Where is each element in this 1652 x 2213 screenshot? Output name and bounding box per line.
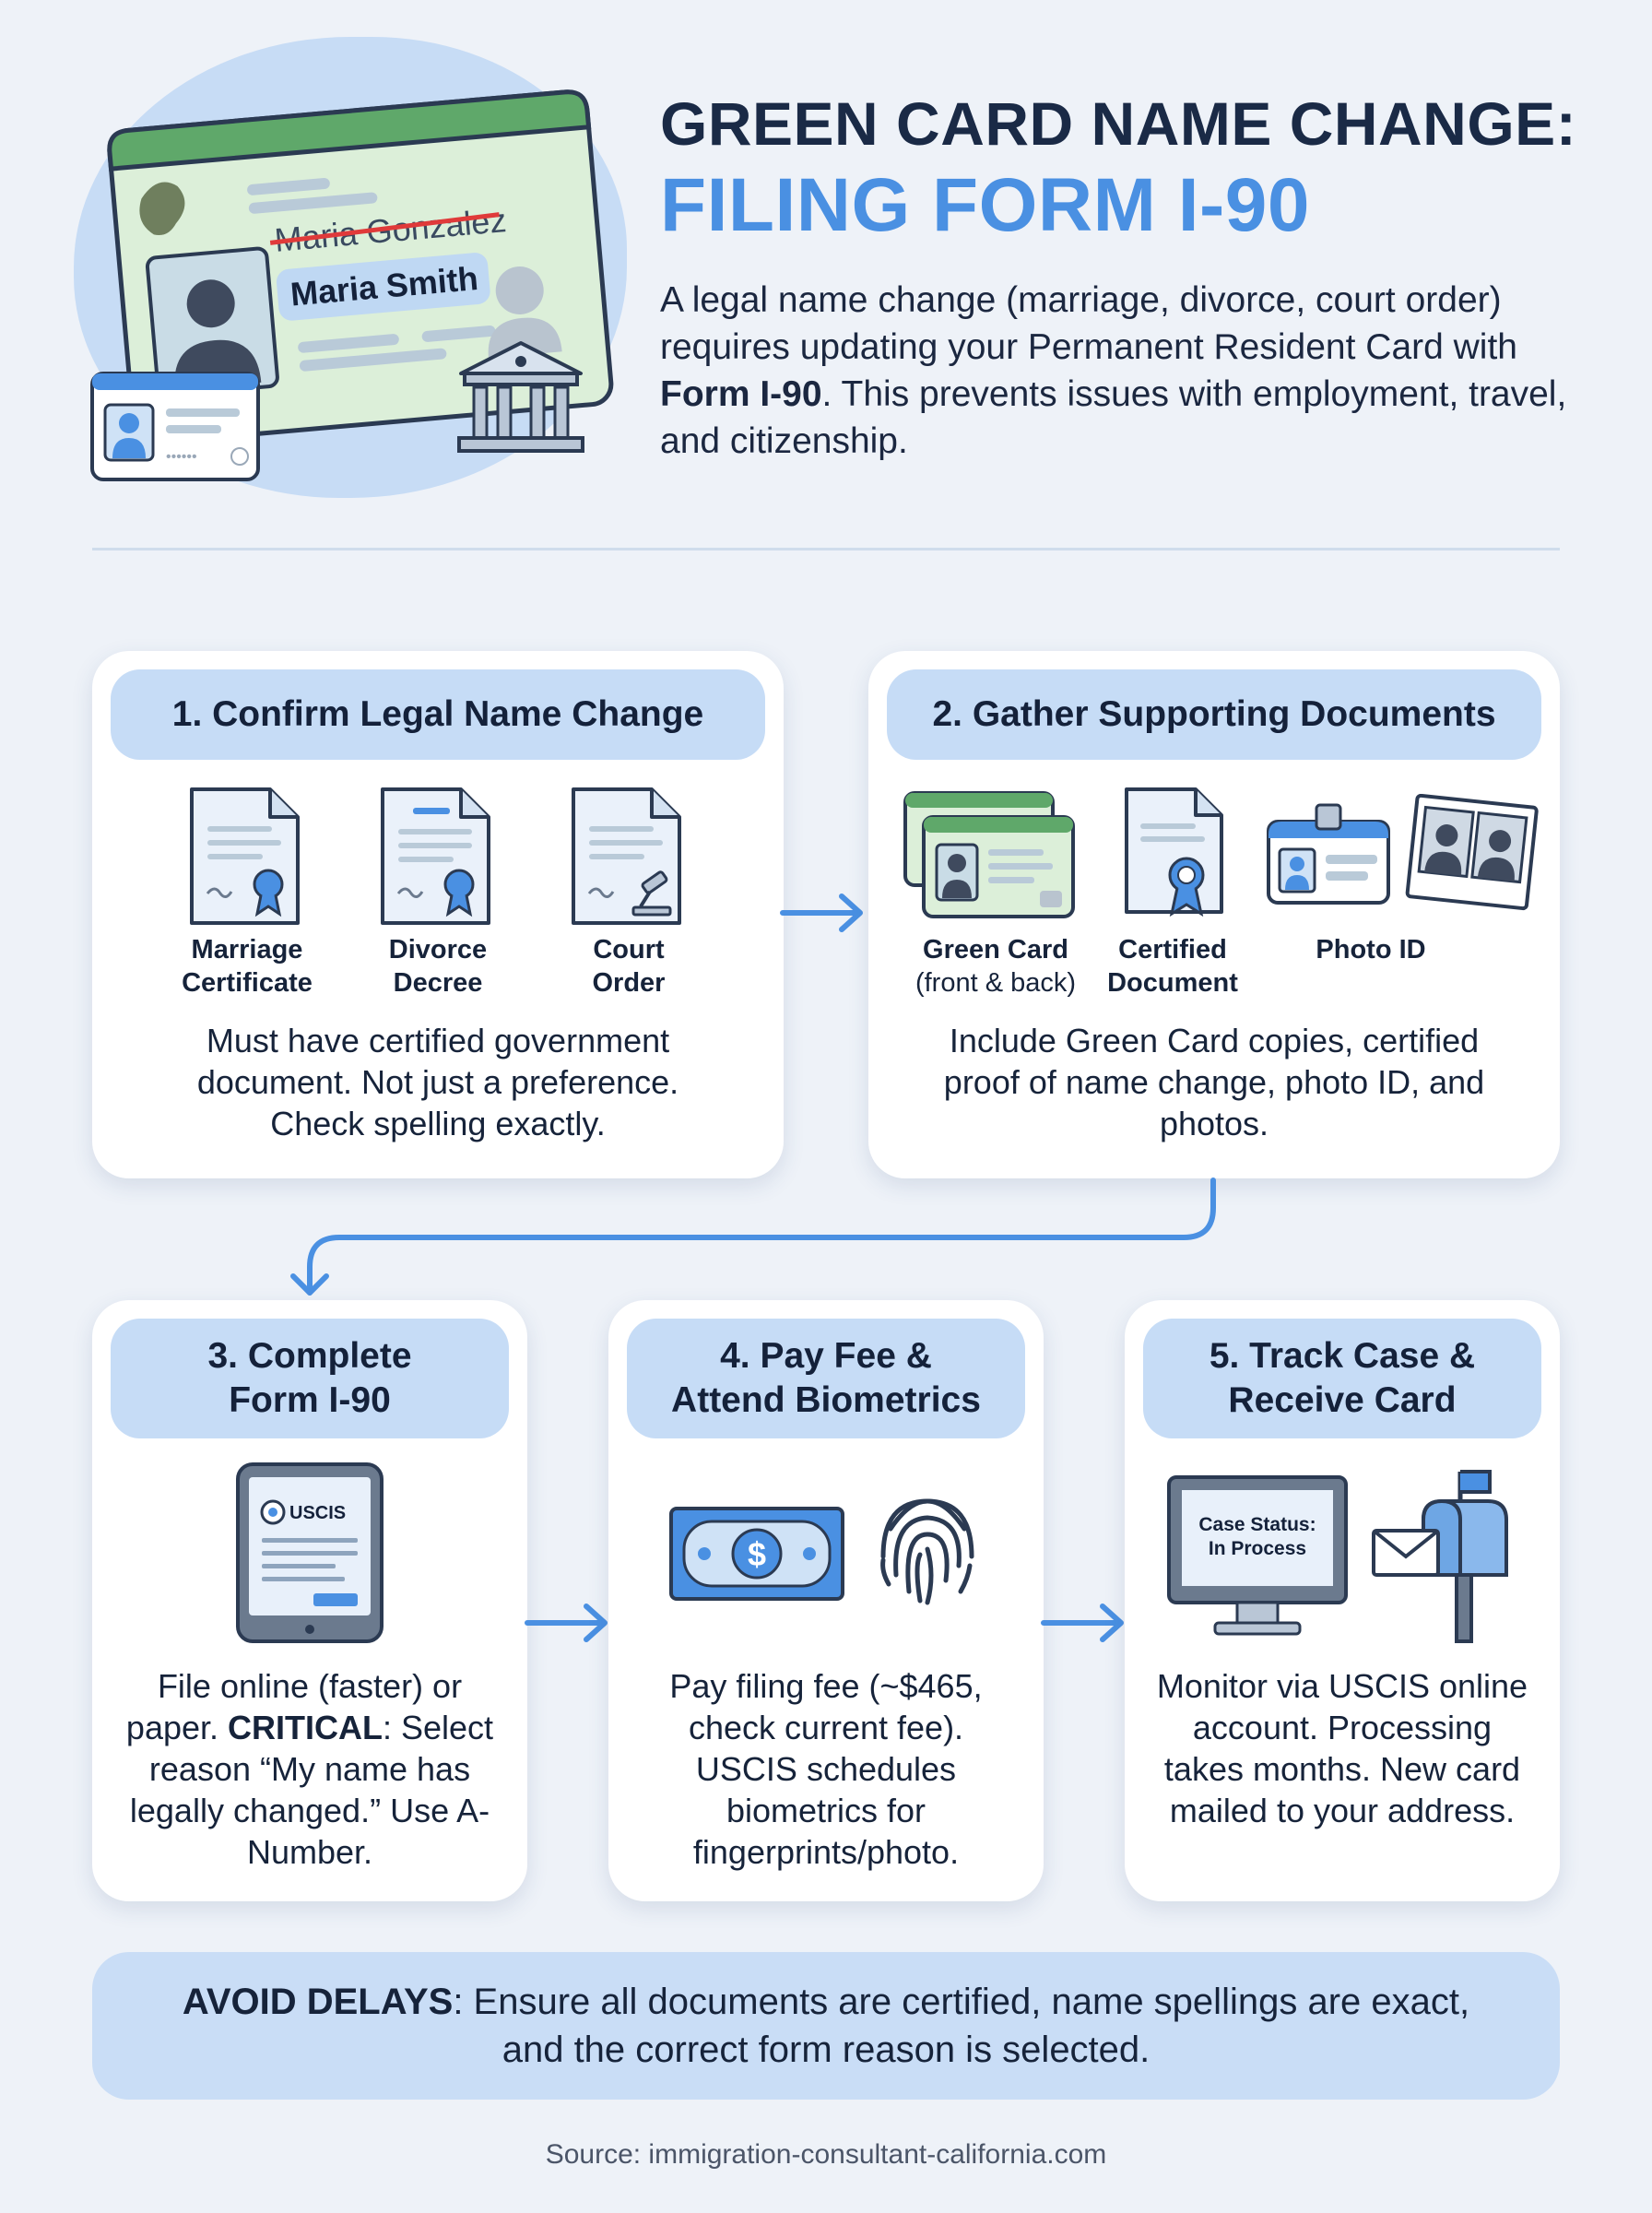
id-card-icon: ••••••: [90, 372, 260, 481]
step-1-title: 1. Confirm Legal Name Change: [111, 669, 765, 760]
divorce-decree-icon: [381, 787, 490, 925]
map-icon: [139, 182, 185, 235]
green-card-label: Green Card(front & back): [914, 935, 1077, 998]
arrow-right-icon: [1041, 1604, 1124, 1642]
connector-arrow-icon: [290, 1178, 1216, 1296]
marriage-certificate-icon: [190, 787, 300, 925]
tablet-form-icon: USCIS: [236, 1462, 384, 1643]
green-card-illustration: Maria Gonzalez Maria Smith ••••••: [90, 89, 614, 481]
dollar-bill-icon: $: [669, 1507, 844, 1601]
step-4-description: Pay filing fee (~$465, check current fee…: [669, 1667, 983, 1871]
page-subtitle: FILING FORM I-90: [660, 163, 1310, 247]
computer-monitor-icon: Case Status: In Process: [1167, 1475, 1348, 1636]
certified-document-icon: [1125, 787, 1223, 917]
strike-through: [269, 212, 500, 245]
step-4-title: 4. Pay Fee &Attend Biometrics: [627, 1319, 1025, 1438]
svg-text:$: $: [748, 1535, 766, 1573]
step-2-card: 2. Gather Supporting Documents: [868, 651, 1560, 1178]
avoid-delays-banner: AVOID DELAYS: Ensure all documents are c…: [92, 1952, 1560, 2100]
photo-id-icon: [1267, 794, 1539, 911]
svg-text:••••••: ••••••: [166, 449, 197, 465]
step-1-description: Must have certified government document.…: [196, 1022, 679, 1142]
uscis-device-label: USCIS: [289, 1503, 346, 1523]
step-5-card: 5. Track Case &Receive Card Case Status:…: [1125, 1300, 1560, 1901]
step-2-title: 2. Gather Supporting Documents: [887, 669, 1541, 760]
step-4-card: 4. Pay Fee &Attend Biometrics $ Pay fili…: [608, 1300, 1044, 1901]
fingerprint-icon: [880, 1498, 974, 1605]
step-5-title: 5. Track Case &Receive Card: [1143, 1319, 1541, 1438]
government-building-icon: [457, 341, 584, 453]
section-divider: [92, 548, 1560, 550]
photo-id-label: Photo ID: [1316, 935, 1426, 964]
case-status-label: Case Status:: [1198, 1514, 1316, 1535]
arrow-right-icon: [780, 893, 863, 932]
step-2-description: Include Green Card copies, certified pro…: [943, 1022, 1485, 1142]
mailbox-icon: [1372, 1470, 1508, 1643]
step-3-description: File online (faster) or paper. CRITICAL:…: [125, 1667, 494, 1871]
arrow-right-icon: [525, 1604, 608, 1642]
green-card-copies-icon: [903, 791, 1075, 918]
page-title: GREEN CARD NAME CHANGE:: [660, 89, 1577, 158]
step-5-description: Monitor via USCIS online account. Proces…: [1156, 1667, 1528, 1829]
intro-paragraph: A legal name change (marriage, divorce, …: [660, 280, 1567, 461]
court-order-icon: [572, 787, 681, 925]
case-status-value: In Process: [1209, 1538, 1306, 1559]
source-citation: Source: immigration-consultant-californi…: [545, 2139, 1107, 2170]
